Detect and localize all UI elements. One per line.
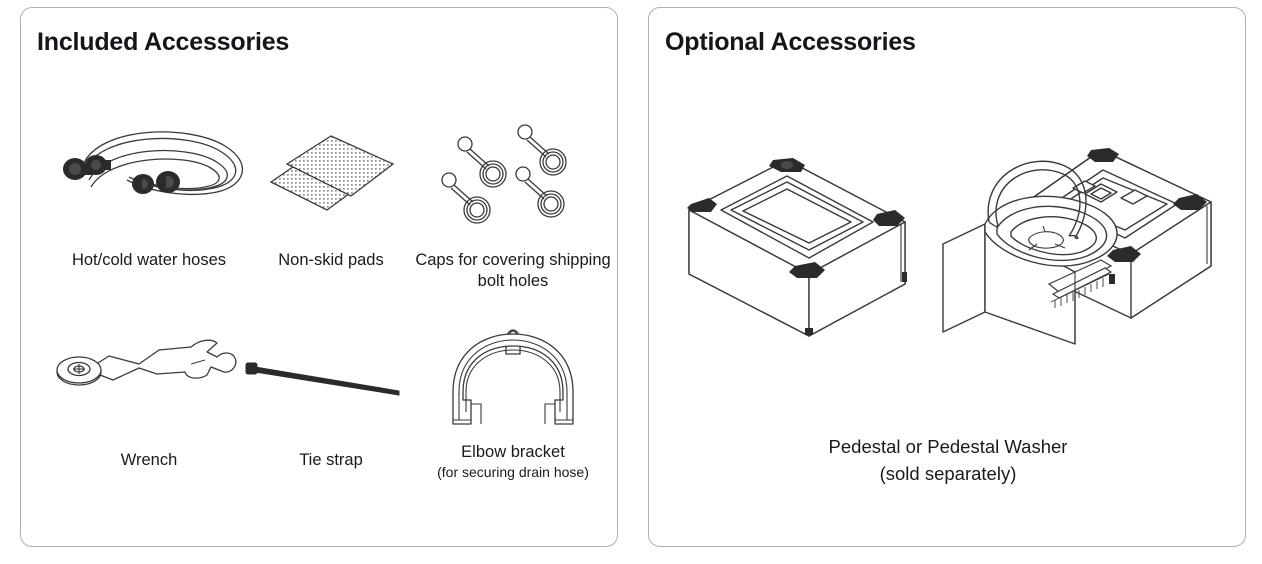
elbow-label-main: Elbow bracket — [461, 443, 565, 461]
accessory-item-pads: Non-skid pads — [243, 120, 419, 271]
accessory-item-caps: Caps for covering shipping bolt holes — [413, 120, 613, 292]
accessory-label-pads: Non-skid pads — [278, 251, 384, 269]
accessory-item-wrench: Wrench — [39, 324, 259, 471]
bolt-hole-caps-icon — [413, 120, 613, 232]
included-accessories-panel: Included Accessories — [20, 7, 618, 547]
hose-coupling — [132, 171, 180, 194]
optional-accessories-caption: Pedestal or Pedestal Washer (sold separa… — [649, 433, 1247, 487]
elbow-bracket-icon — [413, 308, 613, 432]
pedestal-icon — [669, 148, 929, 348]
accessory-label-elbow: Elbow bracket (for securing drain hose) — [413, 442, 613, 482]
optional-caption-line2: (sold separately) — [879, 463, 1017, 484]
accessory-item-pedestal — [669, 148, 929, 348]
accessory-item-elbow: Elbow bracket (for securing drain hose) — [413, 308, 613, 482]
elbow-label-sub: (for securing drain hose) — [437, 464, 589, 480]
wrench-icon — [39, 324, 259, 432]
water-hoses-icon — [39, 120, 259, 232]
optional-accessories-panel: Optional Accessories — [648, 7, 1246, 547]
accessory-item-pedestal-washer — [925, 132, 1225, 352]
accessory-label-tiestrap: Tie strap — [299, 451, 363, 469]
non-skid-pads-icon — [243, 120, 419, 232]
accessory-label-wrench: Wrench — [120, 451, 178, 469]
accessory-item-tiestrap: Tie strap — [221, 324, 441, 471]
accessory-label-hoses: Hot/cold water hoses — [71, 251, 227, 269]
optional-panel-title: Optional Accessories — [665, 28, 916, 56]
hose-coupling — [63, 155, 111, 180]
optional-caption-line1: Pedestal or Pedestal Washer — [828, 436, 1068, 457]
pedestal-washer-icon — [925, 132, 1225, 352]
accessory-label-caps: Caps for covering shipping bolt holes — [415, 251, 611, 290]
included-panel-title: Included Accessories — [37, 28, 290, 56]
tie-strap-icon — [221, 324, 441, 432]
accessory-item-hoses: Hot/cold water hoses — [39, 120, 259, 271]
